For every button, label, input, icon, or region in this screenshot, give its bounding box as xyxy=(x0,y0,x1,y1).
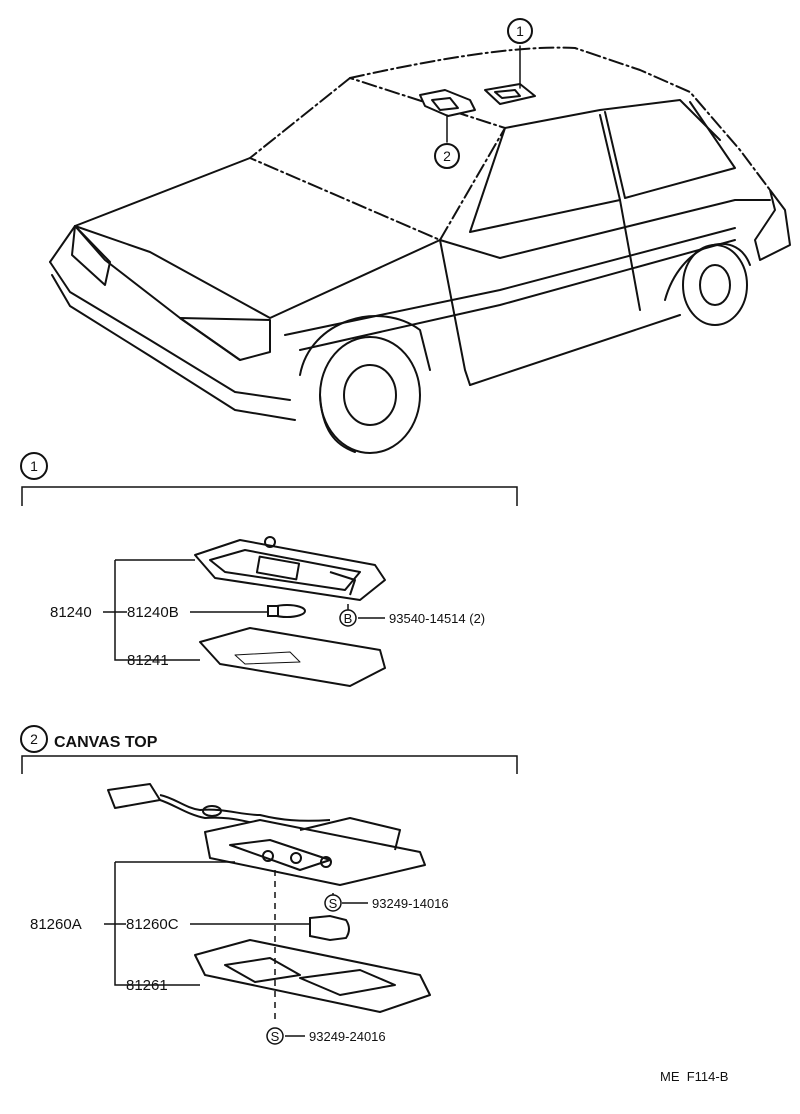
svg-text:S: S xyxy=(329,896,338,911)
part-93540-label: 93540-14514 (2) xyxy=(389,611,485,626)
part-81261-label: 81261 xyxy=(126,977,168,994)
svg-text:2: 2 xyxy=(443,148,451,164)
part-93249-24016-label: 93249-24016 xyxy=(309,1029,386,1044)
part-81240B-label: 81240B xyxy=(127,604,179,621)
bulb-81260C xyxy=(309,914,350,942)
lamp-housing-81260A xyxy=(204,817,426,886)
callout-1: 1 xyxy=(507,18,533,44)
part-81260A-label: 81260A xyxy=(30,916,82,933)
lamp-housing-81240 xyxy=(194,536,386,601)
lens-81241 xyxy=(199,627,386,687)
diagram-code: ME F114-B xyxy=(660,1069,728,1084)
section-2-title: CANVAS TOP xyxy=(54,734,158,751)
svg-text:B: B xyxy=(344,611,353,626)
part-81260C-label: 81260C xyxy=(126,916,179,933)
section-1-bracket xyxy=(21,486,518,506)
section-2: 2 CANVAS TOP xyxy=(20,725,518,1045)
part-81241-label: 81241 xyxy=(127,652,169,669)
svg-text:1: 1 xyxy=(516,23,524,39)
screw-code-b-icon xyxy=(339,609,357,627)
callout-2: 2 xyxy=(434,143,460,169)
lens-81261 xyxy=(194,939,431,1013)
part-93249-14016-label: 93249-14016 xyxy=(372,896,449,911)
screw-code-s-upper-icon xyxy=(324,894,342,912)
section-1: 1 81240 81240B xyxy=(20,452,518,687)
bulb-81240B xyxy=(267,604,306,618)
svg-text:2: 2 xyxy=(30,731,38,747)
section-2-bracket xyxy=(21,755,518,774)
car-illustration xyxy=(49,45,791,454)
part-81240-label: 81240 xyxy=(50,604,92,621)
section-1-marker xyxy=(20,452,48,480)
screw-code-s-lower-icon xyxy=(266,1027,284,1045)
svg-text:1: 1 xyxy=(30,458,38,474)
wire-connector xyxy=(107,783,331,826)
section-2-marker xyxy=(20,725,48,753)
svg-text:S: S xyxy=(271,1029,280,1044)
